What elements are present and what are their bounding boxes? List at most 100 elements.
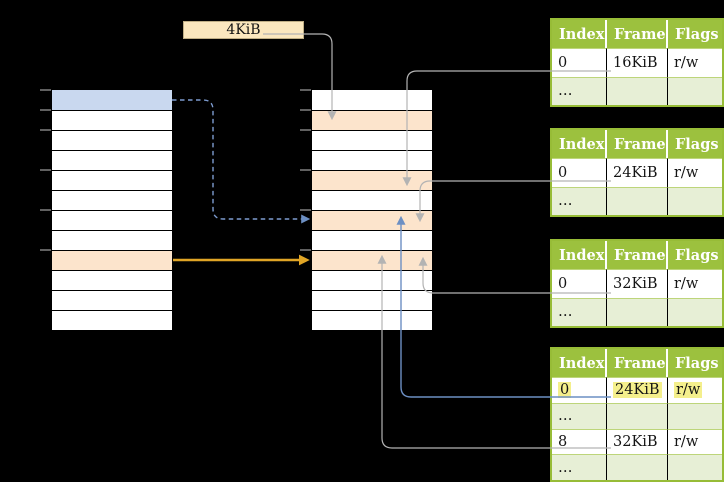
table-cell-text: … bbox=[558, 408, 573, 425]
physical-memory-row-9 bbox=[312, 250, 432, 270]
column-header-label: Flags bbox=[675, 25, 719, 43]
physical-memory-row-11 bbox=[312, 290, 432, 310]
virtual-memory-row-12 bbox=[52, 310, 172, 330]
table-cell-text: 8 bbox=[558, 433, 568, 450]
virtual-memory-row-4 bbox=[52, 150, 172, 170]
page-table-4-row-3-cell-2 bbox=[668, 454, 722, 480]
page-table-2-header-flags: Flags bbox=[668, 130, 722, 158]
page-table-4-header-flags: Flags bbox=[668, 349, 722, 377]
page-table-2-row-0-cell-0: 0 bbox=[552, 158, 607, 187]
page-table-1-row-0-cell-0: 0 bbox=[552, 48, 607, 77]
table-cell-text: 0 bbox=[558, 164, 568, 181]
physical-memory-row-2 bbox=[312, 110, 432, 130]
page-table-4-header-index: Index bbox=[552, 349, 607, 377]
virtual-memory-row-10 bbox=[52, 270, 172, 290]
virtual-memory-row-5 bbox=[52, 170, 172, 190]
column-header-label: Flags bbox=[675, 246, 719, 264]
page-table-2-row-1-cell-0: … bbox=[552, 186, 607, 215]
page-table-3: Index Frame Flags 0 32KiB r/w … bbox=[550, 239, 724, 328]
page-table-4-row-3-cell-0: … bbox=[552, 454, 607, 480]
column-header-label: Index bbox=[559, 354, 605, 372]
page-table-2-header-frame: Frame bbox=[607, 130, 668, 158]
page-table-1-row-1-cell-1 bbox=[607, 76, 668, 105]
virtual-memory-row-2 bbox=[52, 110, 172, 130]
page-table-4-header-frame: Frame bbox=[607, 349, 668, 377]
column-header-label: Flags bbox=[675, 135, 719, 153]
page-table-2: Index Frame Flags 0 24KiB r/w … bbox=[550, 128, 724, 217]
page-table-4-row-0-cell-1: 24KiB bbox=[607, 377, 668, 403]
table-cell-text: 0 bbox=[558, 54, 568, 71]
page-table-3-row-0-cell-0: 0 bbox=[552, 269, 607, 298]
table-cell-text: r/w bbox=[674, 382, 703, 399]
page-table-1-header-index: Index bbox=[552, 20, 607, 48]
table-cell-text: 24KiB bbox=[613, 382, 662, 399]
page-table-1-row-0-cell-2: r/w bbox=[668, 48, 722, 77]
table-cell-text: 32KiB bbox=[613, 433, 658, 450]
physical-memory-row-6 bbox=[312, 190, 432, 210]
page-table-1-row-1-cell-2 bbox=[668, 76, 722, 105]
physical-memory-row-1 bbox=[312, 90, 432, 110]
column-header-label: Index bbox=[559, 135, 605, 153]
column-header-label: Flags bbox=[675, 354, 719, 372]
page-table-2-header-index: Index bbox=[552, 130, 607, 158]
table-cell-text: … bbox=[558, 193, 573, 210]
table-cell-text: 0 bbox=[558, 275, 568, 292]
virtual-memory-row-6 bbox=[52, 190, 172, 210]
table-cell-text: r/w bbox=[674, 54, 699, 71]
physical-memory-row-5 bbox=[312, 170, 432, 190]
page-size-text: 4KiB bbox=[226, 22, 261, 38]
physical-memory-row-10 bbox=[312, 270, 432, 290]
page-table-3-header-frame: Frame bbox=[607, 241, 668, 269]
physical-memory-row-7 bbox=[312, 210, 432, 230]
table-cell-text: r/w bbox=[674, 164, 699, 181]
page-table-4-row-0-cell-0: 0 bbox=[552, 377, 607, 403]
page-table-3-row-1-cell-0: … bbox=[552, 297, 607, 326]
column-header-label: Frame bbox=[614, 25, 666, 43]
page-table-1-header-flags: Flags bbox=[668, 20, 722, 48]
physical-memory-table bbox=[311, 89, 433, 331]
column-header-label: Index bbox=[559, 246, 605, 264]
page-size-label: 4KiB bbox=[183, 21, 304, 39]
page-table-3-header-flags: Flags bbox=[668, 241, 722, 269]
page-table-4-row-2-cell-0: 8 bbox=[552, 428, 607, 455]
page-table-1-row-1-cell-0: … bbox=[552, 76, 607, 105]
virtual-memory-row-8 bbox=[52, 230, 172, 250]
table-cell-text: 16KiB bbox=[613, 54, 658, 71]
virtual-memory-row-11 bbox=[52, 290, 172, 310]
column-header-label: Index bbox=[559, 25, 605, 43]
page-table-4-row-1-cell-0: … bbox=[552, 402, 607, 429]
table-cell-text: … bbox=[558, 304, 573, 321]
table-cell-text: r/w bbox=[674, 275, 699, 292]
page-table-2-row-1-cell-2 bbox=[668, 186, 722, 215]
virtual-memory-row-7 bbox=[52, 210, 172, 230]
virtual-memory-row-1 bbox=[52, 90, 172, 110]
page-table-1-row-0-cell-1: 16KiB bbox=[607, 48, 668, 77]
column-header-label: Frame bbox=[614, 354, 666, 372]
page-table-2-row-0-cell-2: r/w bbox=[668, 158, 722, 187]
page-table-4-row-3-cell-1 bbox=[607, 454, 668, 480]
table-cell-text: … bbox=[558, 459, 573, 476]
page-table-1: Index Frame Flags 0 16KiB r/w … bbox=[550, 18, 724, 107]
page-table-2-row-0-cell-1: 24KiB bbox=[607, 158, 668, 187]
page-table-3-row-1-cell-2 bbox=[668, 297, 722, 326]
page-table-3-header-index: Index bbox=[552, 241, 607, 269]
table-cell-text: 32KiB bbox=[613, 275, 658, 292]
page-table-4-row-2-cell-1: 32KiB bbox=[607, 428, 668, 455]
page-table-4: Index Frame Flags 0 24KiB r/w … 8 32KiB r/w … bbox=[550, 347, 724, 482]
page-table-3-row-0-cell-2: r/w bbox=[668, 269, 722, 298]
table-cell-text: r/w bbox=[674, 433, 699, 450]
physical-memory-row-12 bbox=[312, 310, 432, 330]
page-table-3-row-0-cell-1: 32KiB bbox=[607, 269, 668, 298]
virtual-memory-row-3 bbox=[52, 130, 172, 150]
page-table-1-header-frame: Frame bbox=[607, 20, 668, 48]
table-cell-text: … bbox=[558, 83, 573, 100]
virtual-memory-table bbox=[51, 89, 173, 331]
virtual-memory-row-9 bbox=[52, 250, 172, 270]
physical-memory-row-3 bbox=[312, 130, 432, 150]
column-header-label: Frame bbox=[614, 135, 666, 153]
arrow-virtual-page-to-frame-24kib bbox=[172, 99, 311, 224]
physical-memory-row-8 bbox=[312, 230, 432, 250]
column-header-label: Frame bbox=[614, 246, 666, 264]
page-table-4-row-2-cell-2: r/w bbox=[668, 428, 722, 455]
